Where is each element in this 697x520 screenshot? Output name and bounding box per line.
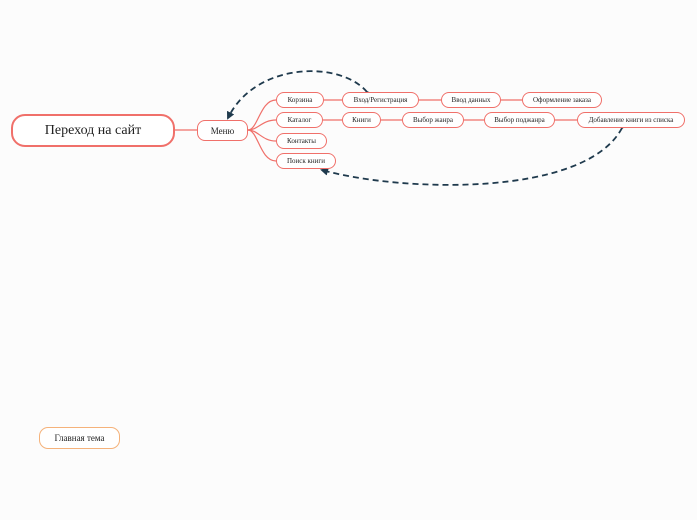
- search-node-label: Поиск книги: [286, 157, 326, 165]
- cart-node-label: Корзина: [287, 96, 313, 104]
- contacts-node-label: Контакты: [287, 137, 316, 145]
- subgenre-node[interactable]: Выбор поджанра: [484, 112, 555, 128]
- books-node-label: Книги: [352, 116, 371, 124]
- checkout-node[interactable]: Оформление заказа: [522, 92, 602, 108]
- floating-topic-label: Главная тема: [54, 433, 105, 443]
- connector-menu-search: [247, 129, 277, 162]
- root-topic[interactable]: Переход на сайт: [11, 114, 175, 147]
- root-topic-label: Переход на сайт: [44, 122, 142, 138]
- books-node[interactable]: Книги: [342, 112, 381, 128]
- add-book-node-label: Добавление книги из списка: [588, 116, 674, 124]
- data-entry-node-label: Ввод данных: [451, 96, 491, 104]
- cart-node[interactable]: Корзина: [276, 92, 324, 108]
- login-node-label: Вход/Регистрация: [353, 96, 408, 104]
- relationship-login-menu[interactable]: [227, 70, 374, 120]
- search-node[interactable]: Поиск книги: [276, 153, 336, 169]
- connector-menu-cart: [247, 99, 277, 131]
- login-node[interactable]: Вход/Регистрация: [342, 92, 419, 108]
- menu-node[interactable]: Меню: [197, 120, 248, 141]
- data-entry-node[interactable]: Ввод данных: [441, 92, 501, 108]
- menu-node-label: Меню: [210, 125, 235, 136]
- floating-topic[interactable]: Главная тема: [39, 427, 120, 449]
- checkout-node-label: Оформление заказа: [532, 96, 591, 104]
- catalog-node-label: Каталог: [287, 116, 312, 124]
- relationship-addbook-search[interactable]: [320, 120, 629, 186]
- genre-node-label: Выбор жанра: [413, 116, 453, 124]
- add-book-node[interactable]: Добавление книги из списка: [577, 112, 685, 128]
- catalog-node[interactable]: Каталог: [276, 112, 323, 128]
- subgenre-node-label: Выбор поджанра: [494, 116, 545, 124]
- genre-node[interactable]: Выбор жанра: [402, 112, 464, 128]
- contacts-node[interactable]: Контакты: [276, 133, 327, 149]
